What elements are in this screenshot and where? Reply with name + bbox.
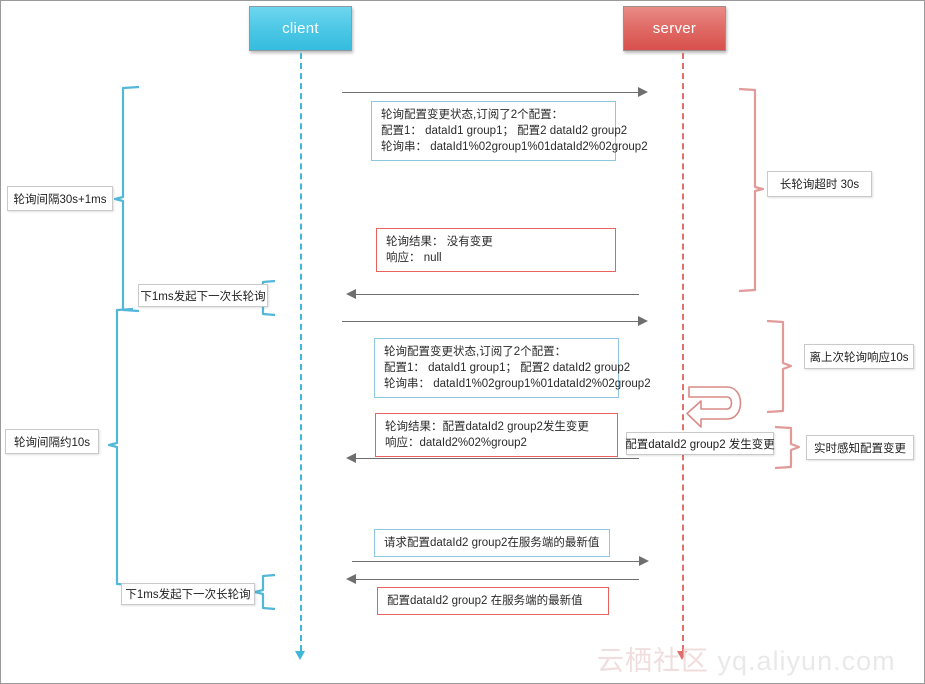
label-since-last-response: 离上次轮询响应10s — [804, 344, 914, 369]
label-next-poll-top: 下1ms发起下一次长轮询 — [138, 284, 268, 307]
label-long-poll-timeout-text: 长轮询超时 30s — [779, 179, 860, 191]
label-config-changed: 配置dataId2 group2 发生变更 — [625, 432, 775, 455]
note-fetch-response-line-1: 配置dataId2 group2 在服务端的最新值 — [387, 595, 583, 607]
msg-line-fetch-request — [352, 561, 639, 562]
note-fetch-response: 配置dataId2 group2 在服务端的最新值 — [377, 587, 609, 615]
bracket-realtime-aware — [771, 425, 801, 471]
actor-client: client — [249, 6, 352, 51]
label-realtime-aware: 实时感知配置变更 — [806, 435, 914, 460]
note-poll-request-2-line-1: 轮询配置变更状态,订阅了2个配置： — [384, 346, 567, 358]
note-poll-response-2-line-2: 响应：dataId2%02%group2 — [385, 437, 527, 449]
msg-line-poll-response-2 — [356, 458, 639, 459]
note-poll-response-2-line-1: 轮询结果：配置dataId2 group2发生变更 — [385, 421, 589, 433]
lifeline-client-end-arrow-icon — [295, 651, 305, 660]
label-next-poll-bottom-text: 下1ms发起下一次长轮询 — [125, 589, 251, 601]
watermark-cn: 云栖社区 — [597, 646, 709, 676]
msg-line-poll-request-1 — [342, 92, 638, 93]
note-poll-request-2-line-3: 轮询串： dataId1%02group1%01dataId2%02group2 — [384, 378, 651, 390]
selfloop-config-change-detect-icon — [683, 379, 753, 436]
note-poll-request-1-line-2: 配置1： dataId1 group1； 配置2 dataId2 group2 — [381, 125, 628, 137]
bracket-long-poll-timeout — [735, 87, 765, 293]
watermark-url: yq.aliyun.com — [717, 646, 896, 676]
note-poll-request-1-line-3: 轮询串： dataId1%02group1%01dataId2%02group2 — [381, 141, 648, 153]
lifeline-server-end-arrow-icon — [677, 651, 687, 660]
label-since-last-response-text: 离上次轮询响应10s — [809, 351, 909, 364]
note-poll-request-2-line-2: 配置1： dataId1 group1； 配置2 dataId2 group2 — [384, 362, 631, 374]
actor-server-label: server — [652, 20, 697, 37]
bracket-next-poll-bottom — [253, 573, 279, 611]
arrowhead-fetch-response-icon — [346, 574, 356, 584]
arrowhead-poll-response-1-icon — [346, 289, 356, 299]
msg-line-poll-request-2 — [342, 321, 638, 322]
arrowhead-poll-request-1-icon — [638, 87, 648, 97]
label-next-poll-bottom: 下1ms发起下一次长轮询 — [121, 583, 255, 605]
note-poll-request-2: 轮询配置变更状态,订阅了2个配置： 配置1： dataId1 group1； 配… — [374, 338, 651, 398]
bracket-poll-interval-10s — [107, 307, 137, 587]
lifeline-client — [300, 53, 302, 651]
label-config-changed-text: 配置dataId2 group2 发生变更 — [625, 438, 775, 451]
note-poll-request-1-line-1: 轮询配置变更状态,订阅了2个配置： — [381, 109, 564, 121]
note-poll-request-1: 轮询配置变更状态,订阅了2个配置： 配置1： dataId1 group1； 配… — [371, 101, 648, 161]
note-poll-response-1-line-1: 轮询结果： 没有变更 — [386, 236, 493, 248]
bracket-since-last-response — [763, 319, 793, 415]
lifeline-server — [682, 53, 684, 651]
watermark: 云栖社区 yq.aliyun.com — [597, 639, 896, 678]
label-poll-interval-30s-text: 轮询间隔30s+1ms — [13, 193, 107, 206]
arrowhead-fetch-request-icon — [639, 556, 649, 566]
label-realtime-aware-text: 实时感知配置变更 — [814, 442, 906, 455]
label-next-poll-top-text: 下1ms发起下一次长轮询 — [140, 290, 266, 303]
arrowhead-poll-response-2-icon — [346, 453, 356, 463]
label-poll-interval-10s-text: 轮询间隔约10s — [13, 436, 91, 449]
msg-line-poll-response-1 — [356, 294, 639, 295]
actor-client-label: client — [282, 20, 319, 37]
label-long-poll-timeout: 长轮询超时 30s — [767, 171, 872, 197]
actor-server: server — [623, 6, 726, 51]
label-poll-interval-30s: 轮询间隔30s+1ms — [7, 186, 113, 211]
note-fetch-request-line-1: 请求配置dataId2 group2在服务端的最新值 — [384, 537, 600, 549]
note-fetch-request: 请求配置dataId2 group2在服务端的最新值 — [374, 529, 610, 557]
note-poll-response-1: 轮询结果： 没有变更 响应： null — [376, 228, 616, 272]
bracket-poll-interval-30s — [113, 85, 143, 313]
msg-line-fetch-response — [356, 579, 639, 580]
note-poll-response-1-line-2: 响应： null — [386, 252, 442, 264]
note-poll-response-2: 轮询结果：配置dataId2 group2发生变更 响应：dataId2%02%… — [375, 413, 618, 457]
arrowhead-poll-request-2-icon — [638, 316, 648, 326]
label-poll-interval-10s: 轮询间隔约10s — [5, 429, 99, 454]
